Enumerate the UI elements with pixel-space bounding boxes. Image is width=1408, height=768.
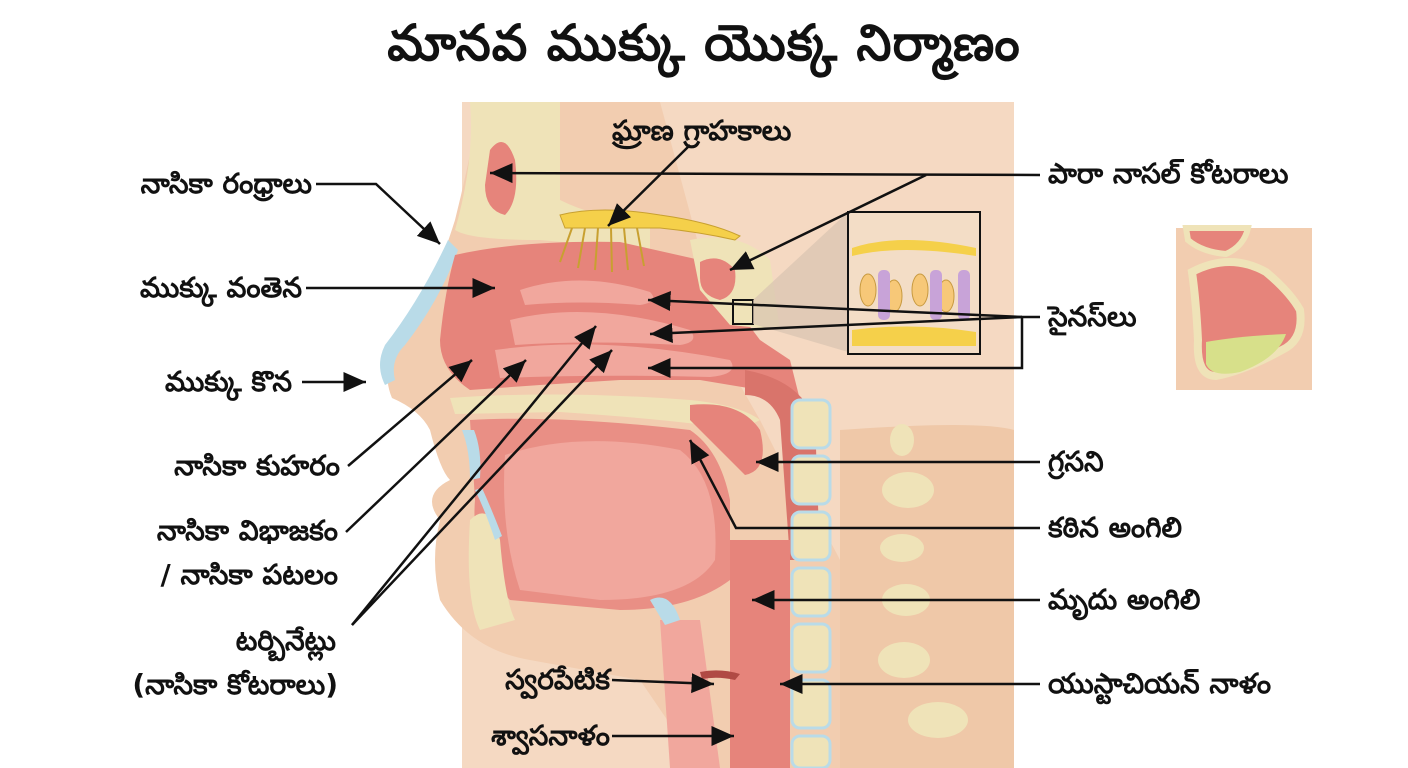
leader-turbinate-1	[351, 325, 597, 626]
leader-paranasal	[489, 163, 1041, 184]
page-title: మానవ ముక్కు యొక్క నిర్మాణం	[387, 14, 1021, 72]
soft-palate	[690, 404, 763, 475]
label-nasal-cavity: నాసికా కుహరం	[174, 449, 340, 482]
sphenoid-sinus	[700, 258, 736, 300]
label-nose-tip: ముక్కు కొన	[164, 365, 292, 398]
sinus-fluid	[1206, 334, 1286, 374]
leader-cavity	[347, 359, 473, 467]
label-olfactory-receptors: ఘ్రాణ గ్రాహకాలు	[612, 114, 792, 147]
vertebral-processes	[878, 424, 968, 738]
middle-turbinate	[510, 312, 694, 345]
label-nasal-bridge: ముక్కు వంతెన	[139, 271, 302, 304]
leader-paranasal-2	[729, 173, 927, 272]
label-eustachian-tube: యుస్టాచియన్ నాళం	[1048, 667, 1272, 700]
label-soft-palate: మృదు అంగిలి	[1048, 583, 1201, 616]
lower-incisor	[475, 488, 502, 540]
mandible	[468, 513, 515, 630]
superior-turbinate	[520, 280, 654, 305]
label-turbinates-line2: (నాసికా కోటరాలు)	[132, 668, 338, 701]
upper-incisor	[462, 430, 481, 480]
label-trachea: శ్వాసనాళం	[491, 719, 610, 752]
tongue	[504, 441, 716, 600]
leader-septum	[345, 359, 527, 533]
leader-sinus-bracket	[648, 315, 1040, 378]
leader-larynx	[611, 673, 715, 694]
leader-hard-palate	[688, 439, 1040, 530]
label-septum-line2: / నాసికా పటలం	[160, 558, 338, 591]
leader-nostrils	[316, 182, 441, 245]
label-septum-line1: నాసికా విభాజకం	[156, 514, 338, 547]
label-hard-palate: కఠిన అంగిలి	[1048, 511, 1183, 544]
epiglottis	[650, 597, 680, 625]
sinus-detail-inset	[1176, 225, 1312, 390]
inferior-turbinate	[495, 344, 733, 378]
label-nostrils: నాసికా రంధ్రాలు	[140, 167, 312, 200]
label-sinuses: సైనస్‌లు	[1048, 300, 1137, 333]
leader-lines	[302, 144, 1041, 746]
leader-turbinate-2	[351, 349, 613, 626]
inset-pointer-cone	[753, 212, 848, 352]
leader-olfactory	[607, 144, 691, 227]
laryngopharynx	[730, 540, 790, 768]
leader-sinus-bracket-3	[649, 315, 1023, 343]
cervical-vertebrae	[790, 398, 832, 768]
olfactory-nerve-fibers	[559, 227, 645, 273]
hard-palate	[450, 394, 760, 430]
trachea-tube	[660, 620, 720, 768]
nasal-cartilage	[380, 240, 458, 385]
frontal-sinus	[485, 142, 517, 215]
label-paranasal-sinuses: పారా నాసల్ కోటరాలు	[1048, 157, 1289, 190]
label-turbinates-line1: టర్బినేట్లు	[235, 624, 336, 657]
leader-sinus-bracket-2	[647, 291, 1023, 319]
label-pharynx: గ్రసని	[1048, 445, 1104, 478]
olfactory-epithelium-inset	[847, 211, 981, 355]
label-larynx: స్వరపేటిక	[505, 663, 610, 696]
